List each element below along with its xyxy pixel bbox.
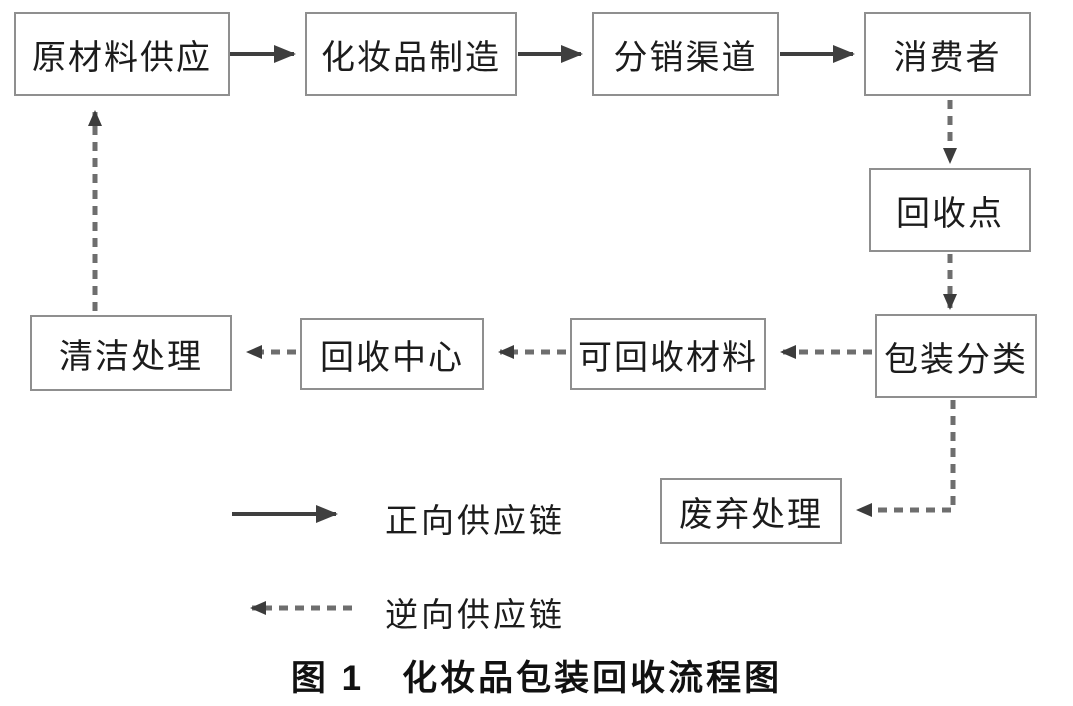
node-cleaning-process: 清洁处理 bbox=[30, 315, 232, 391]
node-recycle-center: 回收中心 bbox=[300, 318, 484, 390]
legend-label-forward-chain: 正向供应链 bbox=[385, 504, 565, 540]
node-packaging-sort: 包装分类 bbox=[875, 314, 1037, 398]
legend-label-reverse-chain: 逆向供应链 bbox=[385, 598, 565, 634]
node-cosmetics-manufacture: 化妆品制造 bbox=[305, 12, 517, 96]
node-consumer: 消费者 bbox=[864, 12, 1031, 96]
node-waste-disposal: 废弃处理 bbox=[660, 478, 842, 544]
node-distribution-channel: 分销渠道 bbox=[592, 12, 779, 96]
node-recycle-point: 回收点 bbox=[869, 168, 1031, 252]
arrow-packaging-sort-to-waste bbox=[856, 400, 956, 517]
node-raw-material-supply: 原材料供应 bbox=[14, 12, 230, 96]
node-recyclable-material: 可回收材料 bbox=[570, 318, 766, 390]
figure-caption: 图 1 化妆品包装回收流程图 bbox=[290, 659, 783, 698]
